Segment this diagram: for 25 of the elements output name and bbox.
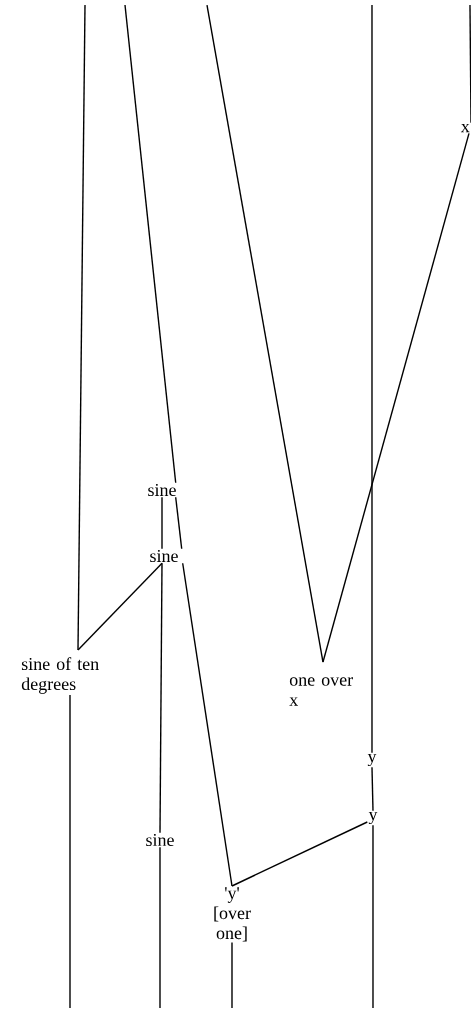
line (161, 496, 163, 550)
line (77, 562, 163, 651)
word-label: y (367, 753, 377, 767)
line (69, 694, 71, 1009)
word-label: one over x (289, 677, 353, 706)
line (231, 821, 368, 887)
line (182, 562, 233, 887)
word-label: x (460, 123, 470, 133)
line (175, 496, 183, 550)
line (206, 4, 324, 663)
line (159, 562, 163, 834)
word-label: sine (146, 833, 174, 847)
line (322, 132, 470, 663)
line (124, 4, 177, 484)
line (159, 846, 161, 1009)
line (372, 824, 374, 1009)
word-label: sine (150, 549, 178, 563)
word-label: sine (148, 483, 176, 497)
word-label: 'y' [over one] (214, 887, 251, 942)
line (371, 4, 373, 754)
line (371, 766, 374, 812)
line (231, 941, 233, 1009)
line (77, 4, 86, 651)
word-label: sine of ten degrees (21, 657, 99, 694)
word-label: y (368, 811, 378, 825)
